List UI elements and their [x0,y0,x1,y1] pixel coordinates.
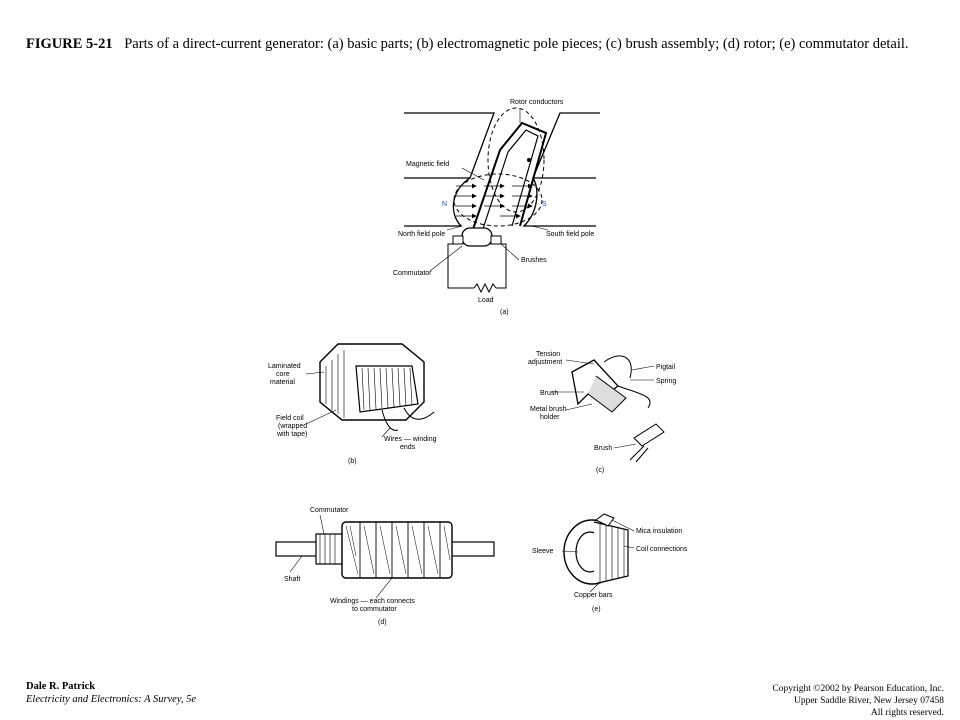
label-commutator-d: Commutator [310,507,349,514]
label-load: Load [478,297,494,304]
label-windings-2: to commutator [352,606,397,613]
figure-caption-text: Parts of a direct-current generator: (a)… [124,36,909,52]
panel-b-tag: (b) [348,458,357,465]
label-tension-2: adjustment [528,359,562,366]
south-field-pole [522,112,600,227]
mica-insulation-tab [595,513,615,527]
panel-a-tag: (a) [500,309,509,316]
copyright-line-2: Upper Saddle River, New Jersey 07458 [793,696,944,706]
footer-copyright: Copyright ©2002 by Pearson Education, In… [644,683,944,719]
pigtail-wire [603,355,651,409]
label-wires-2: ends [400,444,416,451]
label-holder-1: Metal brush [530,406,567,413]
label-pigtail: Pigtail [656,364,676,371]
label-field-coil-2: (wrapped [278,423,307,430]
label-coil-connections: Coil connections [636,546,688,553]
label-sleeve: Sleeve [532,548,554,555]
label-north-field-pole: North field pole [398,231,445,238]
panel-d-tag: (d) [378,619,387,626]
label-magnetic-field: Magnetic field [406,161,449,168]
label-holder-2: holder [540,414,560,421]
panel-e-commutator-detail: Mica insulation Sleeve Coil connections … [532,513,688,613]
label-n: N [442,201,447,208]
rotor-core [341,521,453,579]
magnetic-field-arrows [456,183,533,219]
load-circuit [447,243,507,289]
panel-c-brush-assembly: Tension adjustment Pigtail Spring Brush … [528,351,676,474]
footer-book: Electricity and Electronics: A Survey, 5… [26,694,197,705]
label-rotor-conductors: Rotor conductors [510,99,564,106]
panel-e-tag: (e) [592,606,601,613]
label-south-field-pole: South field pole [546,231,594,238]
label-mica: Mica insulation [636,528,682,535]
figure-caption: FIGURE 5-21 Parts of a direct-current ge… [26,34,926,54]
copper-bars [593,521,629,585]
label-laminated-3: material [270,379,295,386]
panel-d-rotor: Commutator Shaft Windings — each connect… [275,507,495,626]
copyright-line-3: All rights reserved. [870,708,944,718]
label-shaft: Shaft [284,576,300,583]
panel-b-pole-pieces: Laminated core material Field coil (wrap… [268,343,437,465]
label-field-coil-1: Field coil [276,415,304,422]
brush-rod [633,423,665,447]
label-field-coil-3: with tape) [276,431,307,438]
copyright-line-1: Copyright ©2002 by Pearson Education, In… [772,684,944,694]
label-laminated-1: Laminated [268,363,301,370]
label-s: S [542,201,547,208]
winding-wires [381,407,435,431]
panel-c-tag: (c) [596,467,604,474]
label-spring: Spring [656,378,676,385]
footer-author: Dale R. Patrick [26,681,96,692]
rotation-path [487,107,545,213]
label-brush: Brush [540,390,558,397]
label-brush-bottom: Brush [594,445,612,452]
label-copper-bars: Copper bars [574,592,613,599]
footer-credits: Dale R. Patrick Electricity and Electron… [26,680,196,706]
figure-label: FIGURE 5-21 [26,36,113,52]
label-tension-1: Tension [536,351,560,358]
panel-a-basic-parts: Rotor conductors Magnetic field N S Nort… [393,99,600,316]
label-laminated-2: core [276,371,290,378]
label-commutator: Commutator [393,270,432,277]
label-brushes: Brushes [521,257,547,264]
label-windings-1: Windings — each connects [330,598,415,605]
commutator-drum [461,227,493,247]
load-resistor [473,282,497,294]
label-wires-1: Wires — winding [384,436,437,443]
